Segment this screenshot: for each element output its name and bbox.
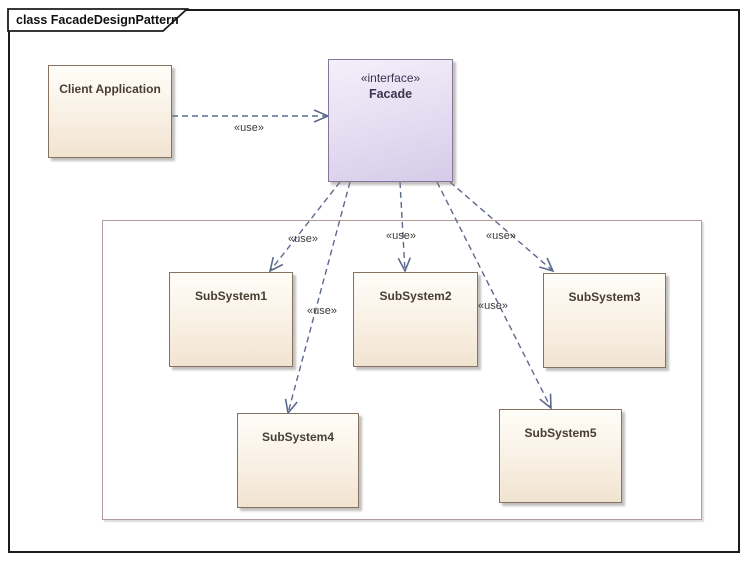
edge-facade-to-subsystem1[interactable] bbox=[268, 181, 341, 273]
edge-facade-to-subsystem5[interactable] bbox=[436, 181, 552, 410]
node-client-application-label: Client Application bbox=[59, 82, 161, 96]
edge-client-to-facade[interactable] bbox=[172, 109, 331, 123]
frame-title: class FacadeDesignPattern bbox=[16, 13, 179, 27]
use-label-client-facade: «use» bbox=[234, 122, 264, 134]
node-subsystem4-label: SubSystem4 bbox=[261, 430, 335, 444]
node-client-application[interactable]: Client Application bbox=[48, 65, 172, 158]
use-label-subsystem4: «use» bbox=[307, 305, 337, 317]
node-subsystem1-label: SubSystem1 bbox=[194, 289, 268, 303]
node-subsystem2-label: SubSystem2 bbox=[379, 289, 452, 303]
node-subsystem3[interactable]: SubSystem3 bbox=[543, 273, 666, 368]
node-subsystem5-label: SubSystem5 bbox=[524, 426, 597, 440]
frame-title-tab bbox=[7, 8, 190, 32]
edge-facade-to-subsystem3[interactable] bbox=[449, 181, 555, 273]
use-label-subsystem5: «use» bbox=[478, 300, 508, 312]
facade-name: Facade bbox=[368, 87, 413, 101]
edge-facade-to-subsystem4[interactable] bbox=[284, 181, 351, 415]
use-label-subsystem1: «use» bbox=[288, 233, 318, 245]
node-facade-interface[interactable]: «interface» Facade bbox=[328, 59, 453, 182]
node-subsystem3-label: SubSystem3 bbox=[568, 290, 641, 304]
node-subsystem4[interactable]: SubSystem4 bbox=[237, 413, 359, 508]
node-subsystem5[interactable]: SubSystem5 bbox=[499, 409, 622, 503]
use-label-subsystem3: «use» bbox=[486, 230, 516, 242]
node-subsystem2[interactable]: SubSystem2 bbox=[353, 272, 478, 367]
edge-facade-to-subsystem2[interactable] bbox=[397, 181, 412, 273]
facade-stereotype: «interface» bbox=[360, 71, 421, 85]
node-subsystem1[interactable]: SubSystem1 bbox=[169, 272, 293, 367]
use-label-subsystem2: «use» bbox=[386, 230, 416, 242]
